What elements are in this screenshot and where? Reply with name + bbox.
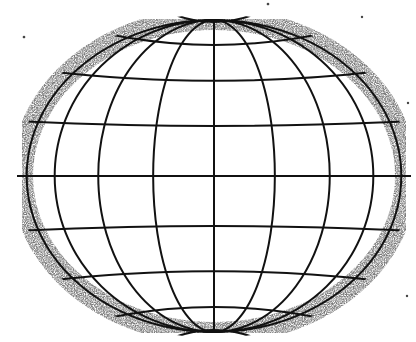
stray-dot [407,102,409,104]
stray-dot [23,36,26,39]
stray-dots [23,3,409,297]
stray-dot [406,295,408,297]
stray-dot [361,16,363,18]
stray-dot [267,3,270,6]
